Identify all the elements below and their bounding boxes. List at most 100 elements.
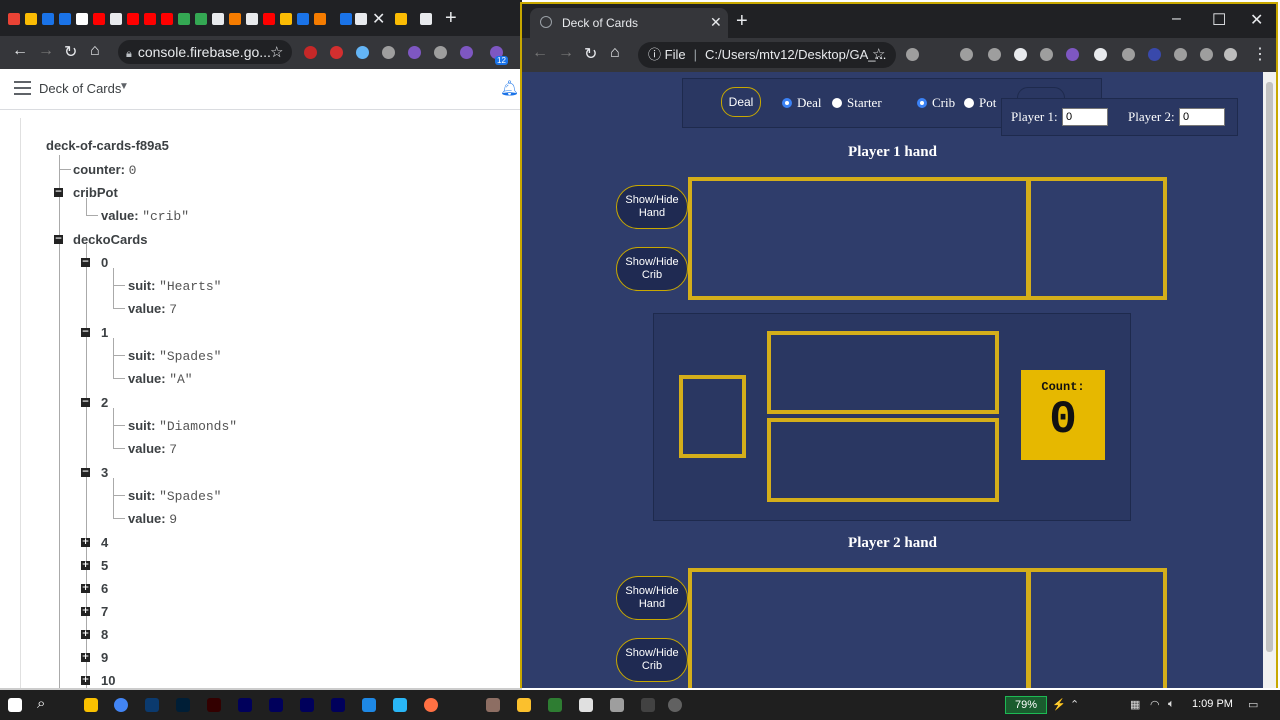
forward-icon[interactable]: → xyxy=(38,42,54,59)
extension-icon[interactable] xyxy=(408,46,421,59)
player2-crib-zone[interactable] xyxy=(1027,568,1167,688)
app-icon[interactable] xyxy=(641,698,655,712)
medium-icon[interactable] xyxy=(76,13,88,25)
tree-node-card[interactable]: 1 xyxy=(101,325,108,340)
plug-icon[interactable]: ⚡ xyxy=(1052,699,1066,711)
gmail-icon[interactable] xyxy=(8,13,20,25)
vertical-scrollbar[interactable] xyxy=(1263,72,1276,688)
start-windows-icon[interactable] xyxy=(8,698,22,712)
close-tab-icon[interactable]: ✕ xyxy=(372,11,386,28)
tree-node-card[interactable]: 5 xyxy=(101,558,108,573)
extension-icon[interactable] xyxy=(988,48,1001,61)
hamburger-menu-icon[interactable] xyxy=(14,81,31,95)
expand-icon[interactable]: + xyxy=(81,652,90,662)
home-icon[interactable]: ⌂ xyxy=(90,42,100,59)
tree-node-value[interactable]: value: 7 xyxy=(128,441,177,457)
more-menu-icon[interactable]: ⋮ xyxy=(1252,46,1268,63)
extension-icon[interactable] xyxy=(1094,48,1107,61)
tree-node-cribpot[interactable]: cribPot xyxy=(73,185,118,200)
player2-show-hide-crib-button[interactable]: Show/Hide Crib xyxy=(616,638,688,682)
tree-node-card[interactable]: 9 xyxy=(101,650,108,665)
extension-icon[interactable] xyxy=(1014,48,1027,61)
file-explorer-icon[interactable] xyxy=(84,698,98,712)
expand-icon[interactable]: + xyxy=(81,629,90,639)
tree-root[interactable]: deck-of-cards-f89a5 xyxy=(46,138,169,153)
extension-icon[interactable] xyxy=(356,46,369,59)
tree-node-suit[interactable]: suit: "Diamonds" xyxy=(128,418,237,434)
extensions-puzzle-icon[interactable] xyxy=(1200,48,1213,61)
radio-pot[interactable] xyxy=(964,98,974,108)
player1-hand-zone[interactable] xyxy=(688,177,1030,300)
chevron-up-icon[interactable]: ⌃ xyxy=(1070,699,1080,711)
tree-node-card[interactable]: 8 xyxy=(101,627,108,642)
firebase-tab-icon[interactable] xyxy=(340,13,352,25)
app-icon[interactable] xyxy=(424,698,438,712)
minimize-icon[interactable]: – xyxy=(1172,10,1181,27)
github-icon[interactable] xyxy=(420,13,432,25)
player2-score-input[interactable] xyxy=(1179,108,1225,126)
player1-show-hide-crib-button[interactable]: Show/Hide Crib xyxy=(616,247,688,291)
tree-node-deckocards[interactable]: deckoCards xyxy=(73,232,147,247)
collapse-icon[interactable]: − xyxy=(54,234,63,244)
forward-icon[interactable]: → xyxy=(558,44,574,61)
back-icon[interactable]: ← xyxy=(532,44,548,61)
site-icon[interactable] xyxy=(263,13,275,25)
app-icon[interactable] xyxy=(548,698,562,712)
radio-deal[interactable] xyxy=(782,98,792,108)
clock[interactable]: 1:09 PM xyxy=(1192,698,1233,710)
tree-node-card[interactable]: 3 xyxy=(101,465,108,480)
radio-crib[interactable] xyxy=(917,98,927,108)
reload-icon[interactable]: ↻ xyxy=(64,44,78,61)
search-icon[interactable]: ⌕ xyxy=(37,695,46,712)
player1-score-input[interactable] xyxy=(1062,108,1108,126)
scrollbar-thumb[interactable] xyxy=(1266,82,1273,652)
expand-icon[interactable]: + xyxy=(81,675,90,685)
radio-starter[interactable] xyxy=(832,98,842,108)
extension-icon[interactable] xyxy=(1040,48,1053,61)
extension-icon[interactable] xyxy=(906,48,919,61)
tree-node-value[interactable]: value: 9 xyxy=(128,511,177,527)
premiere-icon[interactable] xyxy=(238,698,252,712)
pot-zone-bottom[interactable] xyxy=(767,418,999,502)
site-icon[interactable] xyxy=(212,13,224,25)
vscode-icon[interactable] xyxy=(362,698,376,712)
collapse-icon[interactable]: − xyxy=(54,187,63,197)
tree-node-value[interactable]: value: 7 xyxy=(128,301,177,317)
new-tab-icon[interactable]: + xyxy=(736,10,748,32)
drive-icon[interactable] xyxy=(25,13,37,25)
expand-icon[interactable]: + xyxy=(81,537,90,547)
player2-show-hide-hand-button[interactable]: Show/Hide Hand xyxy=(616,576,688,620)
extension-icon[interactable] xyxy=(1122,48,1135,61)
extension-icon[interactable] xyxy=(304,46,317,59)
youtube-icon[interactable] xyxy=(93,13,105,25)
wifi-icon[interactable]: ◠ xyxy=(1150,699,1160,711)
reload-icon[interactable]: ↻ xyxy=(584,46,598,63)
extension-icon[interactable] xyxy=(382,46,395,59)
tree-node-card[interactable]: 0 xyxy=(101,255,108,270)
tree-node-suit[interactable]: suit: "Spades" xyxy=(128,488,222,504)
back-icon[interactable]: ← xyxy=(12,42,28,59)
extension-icon[interactable] xyxy=(330,46,343,59)
site-icon[interactable] xyxy=(280,13,292,25)
extension-icon[interactable] xyxy=(434,46,447,59)
tree-node-cribpot-value[interactable]: value: "crib" xyxy=(101,208,189,224)
deal-button[interactable]: Deal xyxy=(721,87,761,117)
illustrator-icon[interactable] xyxy=(207,698,221,712)
expand-icon[interactable]: + xyxy=(81,606,90,616)
site-icon[interactable] xyxy=(355,13,367,25)
tree-node-card[interactable]: 10 xyxy=(101,673,115,688)
new-tab-icon[interactable]: + xyxy=(445,7,457,29)
site-icon[interactable] xyxy=(246,13,258,25)
app-icon[interactable] xyxy=(517,698,531,712)
audition-icon[interactable] xyxy=(300,698,314,712)
chrome-icon[interactable] xyxy=(114,698,128,712)
app-icon[interactable] xyxy=(393,698,407,712)
extension-icon[interactable] xyxy=(460,46,473,59)
calendar-icon[interactable] xyxy=(59,13,71,25)
site-icon[interactable] xyxy=(395,13,407,25)
app-icon[interactable] xyxy=(668,698,682,712)
bookmark-star-icon[interactable]: ☆ xyxy=(270,44,284,61)
project-selector[interactable]: Deck of Cards xyxy=(39,81,122,96)
lightroom-icon[interactable] xyxy=(145,698,159,712)
youtube-icon[interactable] xyxy=(127,13,139,25)
